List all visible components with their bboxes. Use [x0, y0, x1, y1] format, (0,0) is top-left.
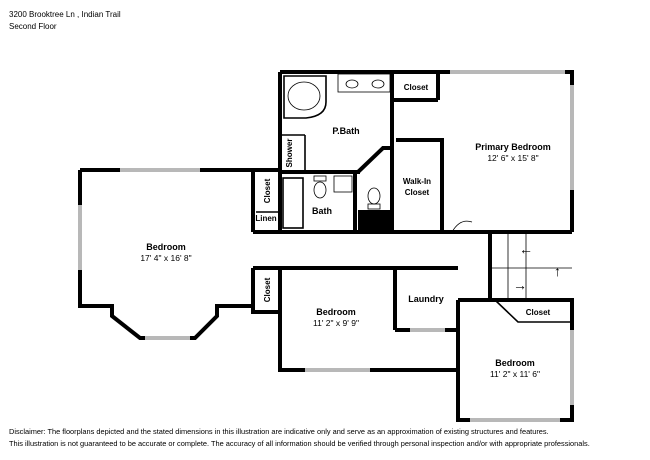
bath-walls	[278, 70, 394, 233]
room-dims-bedroom-center: 11' 2" x 9' 9"	[313, 318, 359, 328]
linen-label: Linen	[255, 214, 276, 223]
closet-left-upper-label: Closet	[263, 178, 272, 203]
stair-arrow-icon: ←	[519, 241, 533, 257]
room-name-laundry: Laundry	[408, 294, 444, 304]
stair-void	[358, 210, 390, 232]
room-dims-primary-bedroom: 12' 6" x 15' 8"	[487, 153, 538, 163]
room-name-bedroom-right: Bedroom	[495, 358, 535, 368]
stair-arrow-icon: →	[513, 277, 527, 293]
closet-top-label: Closet	[404, 83, 429, 92]
walkin-closet-label-1: Walk-In	[403, 177, 431, 186]
stairs: ← ↑ →	[488, 232, 572, 300]
closet-left-lower-label: Closet	[263, 277, 272, 302]
room-name-pbath: P.Bath	[332, 126, 359, 136]
walkin-closet-label-2: Closet	[405, 188, 430, 197]
disclaimer-line-2: This illustration is not guaranteed to b…	[9, 439, 590, 448]
room-name-bath: Bath	[312, 206, 332, 216]
sink-icon	[345, 79, 359, 89]
shower-label: Shower	[285, 139, 294, 168]
closet-right-label: Closet	[526, 308, 551, 317]
sink-icon	[371, 79, 385, 89]
floor-label: Second Floor	[9, 22, 57, 31]
room-dims-bedroom-right: 11' 2" x 11' 6"	[490, 369, 540, 379]
disclaimer-line-1: Disclaimer: The floorplans depicted and …	[9, 427, 549, 436]
toilet-icon	[313, 181, 327, 199]
room-dims-bedroom-left: 17' 4" x 16' 8"	[140, 253, 191, 263]
room-name-bedroom-left: Bedroom	[146, 242, 186, 252]
tub-icon	[283, 75, 327, 119]
right-bedroom-walls	[456, 298, 574, 422]
primary-bedroom-walls	[392, 70, 574, 234]
stair-arrow-icon: ↑	[554, 263, 561, 279]
hallway-walls	[253, 230, 490, 270]
room-name-primary-bedroom: Primary Bedroom	[475, 142, 551, 152]
toilet-icon	[367, 187, 381, 205]
room-name-bedroom-center: Bedroom	[316, 307, 356, 317]
center-bedroom-walls	[278, 266, 460, 372]
property-address: 3200 Brooktree Ln , Indian Trail	[9, 10, 121, 19]
sink-icon	[333, 175, 353, 193]
bathtub-icon	[282, 177, 304, 229]
